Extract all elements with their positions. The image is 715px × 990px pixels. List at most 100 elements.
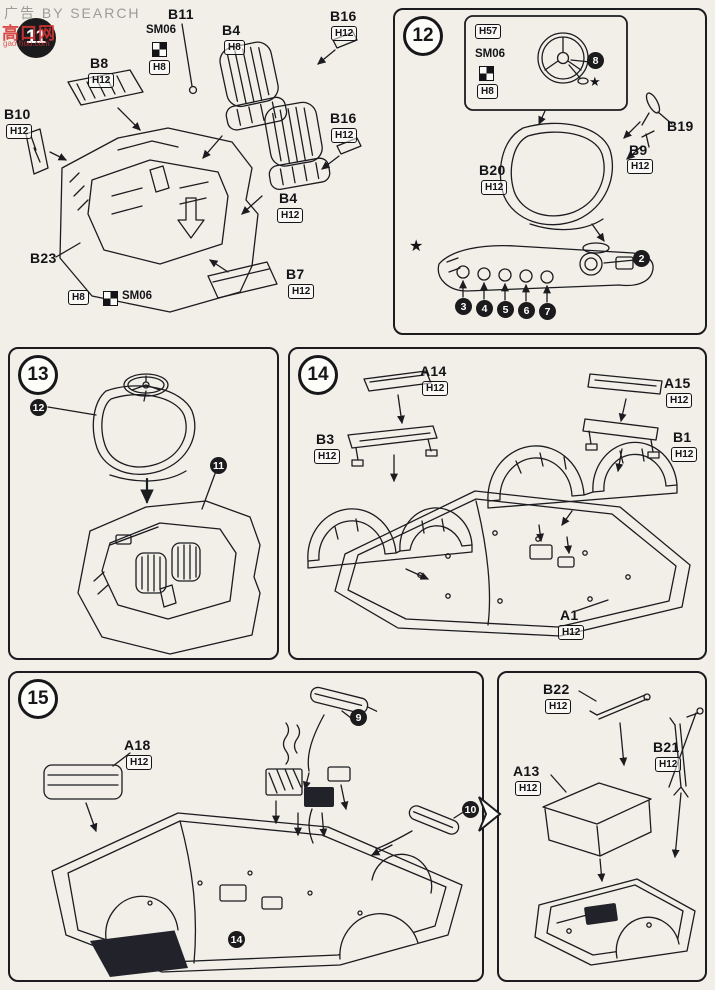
rod-b21-drawing — [668, 707, 704, 859]
paint-code-h12: H12 — [126, 755, 153, 770]
part-callout-4: 4 — [476, 300, 493, 317]
next-step-arrow — [478, 796, 502, 832]
paint-code-h57: H57 — [475, 24, 502, 39]
part-label-a18: A18 — [124, 737, 151, 753]
step13-assembly-drawing — [47, 373, 261, 655]
dash-tray-drawing — [437, 242, 654, 303]
paint-code-h8: H8 — [68, 290, 89, 305]
part-label-b3: B3 — [316, 431, 335, 447]
paint-code-h12: H12 — [314, 449, 341, 464]
watermark-site-name: 高口网 — [2, 24, 56, 43]
part-callout-6: 6 — [518, 302, 535, 319]
step11-exploded-drawing — [25, 23, 362, 313]
bracket-b9-drawing — [626, 130, 655, 160]
windshield-assembly-drawing — [92, 373, 196, 482]
paint-code-h12: H12 — [481, 180, 508, 195]
step-12-panel: 12 H57 SM06 H8 8 ★ B20 H12 B19 B9 H12 ★ … — [393, 8, 707, 335]
trim-b10-drawing — [25, 128, 68, 175]
part-label-b10: B10 — [4, 106, 31, 122]
step-number-13: 13 — [18, 355, 58, 395]
part-callout-5: 5 — [497, 301, 514, 318]
assembly-callout-11: 11 — [210, 457, 227, 474]
paint-code-h12: H12 — [545, 699, 572, 714]
decal-star-icon: ★ — [589, 74, 601, 89]
front-fender-unit-drawing — [307, 507, 473, 580]
decal-star-icon: ★ — [409, 238, 424, 255]
bar-a15-drawing — [587, 373, 663, 423]
rod-b22-drawing — [578, 690, 651, 767]
marking-code-sm06: SM06 — [122, 290, 153, 302]
part-callout-7: 7 — [539, 303, 556, 320]
part-label-b8: B8 — [90, 55, 109, 71]
step-number-11: 11 — [16, 18, 56, 58]
paint-code-h12: H12 — [671, 447, 698, 462]
part-label-b21: B21 — [653, 739, 680, 755]
chassis-plate-a1-drawing — [334, 490, 691, 637]
part-label-b19: B19 — [667, 118, 694, 134]
steering-wheel-drawing — [537, 32, 589, 85]
paint-code-h12: H12 — [558, 625, 585, 640]
rear-fender-unit-drawing — [487, 441, 678, 526]
marking-code-sm06: SM06 — [475, 48, 506, 60]
part-label-b11: B11 — [168, 6, 194, 22]
paint-checker-icon — [103, 291, 118, 306]
cockpit-assembly-drawing — [77, 500, 261, 655]
paint-code-h12: H12 — [627, 159, 654, 174]
paint-code-h8: H8 — [477, 84, 498, 99]
part-label-a14: A14 — [420, 363, 447, 379]
muffler-9-drawing — [302, 686, 378, 791]
paint-code-h12: H12 — [6, 124, 33, 139]
step-15-panel: 15 A18 H12 9 10 14 — [8, 671, 484, 982]
bracket-b3-drawing — [347, 425, 438, 483]
paint-code-h12: H12 — [422, 381, 449, 396]
paint-code-h12: H12 — [666, 393, 693, 408]
part-label-b4: B4 — [279, 190, 298, 206]
part-label-b22: B22 — [543, 681, 570, 697]
paint-checker-icon — [152, 42, 167, 57]
seat-drawing-bottom — [264, 101, 331, 191]
part-label-b16: B16 — [330, 8, 357, 24]
marking-code-sm06: SM06 — [146, 24, 177, 36]
subassembly-box — [464, 15, 628, 111]
assembly-callout-9: 9 — [350, 709, 367, 726]
assembly-callout-12: 12 — [30, 399, 47, 416]
part-label-b7: B7 — [286, 266, 305, 282]
watermark-ad-text: 广告 BY SEARCH — [4, 5, 141, 21]
part-label-b16: B16 — [330, 110, 357, 126]
paint-code-h12: H12 — [331, 128, 358, 143]
part-label-b9: B9 — [629, 142, 648, 158]
paint-code-h12: H12 — [331, 26, 358, 41]
step-number-12: 12 — [403, 16, 443, 56]
step-13-panel: 13 12 11 — [8, 347, 279, 660]
paint-code-h12: H12 — [277, 208, 304, 223]
step-number-15: 15 — [18, 679, 58, 719]
mirror-b19-drawing — [623, 92, 673, 139]
step-15-sub-panel: B22 H12 B21 H12 A13 H12 — [497, 671, 707, 982]
shifter-b11-drawing — [181, 23, 198, 95]
paint-code-h8: H8 — [149, 60, 170, 75]
part-callout-8: 8 — [587, 52, 604, 69]
part-label-a13: A13 — [513, 763, 540, 779]
step-number-14: 14 — [298, 355, 338, 395]
step15-chassis-drawing — [43, 686, 466, 977]
assembly-callout-14: 14 — [228, 931, 245, 948]
step12-exploded-drawing — [437, 15, 673, 303]
exhaust-10-drawing — [370, 805, 466, 856]
windshield-b20-drawing — [499, 122, 614, 231]
engine-parts-drawing — [265, 766, 351, 844]
part-label-b1: B1 — [673, 429, 692, 445]
rollbar-subassembly-drawing — [534, 690, 704, 966]
shelf-b7-drawing — [207, 259, 278, 299]
aircleaner-a18-drawing — [43, 752, 131, 833]
paint-code-h8: H8 — [224, 40, 245, 55]
paint-code-h12: H12 — [288, 284, 315, 299]
step14-chassis-drawing — [307, 370, 691, 637]
rear-chassis-drawing — [534, 878, 696, 966]
step-11-section: 11 B11 SM06 H8 B4 H8 B16 H12 B8 H12 B10 … — [0, 0, 392, 345]
chassis-assembly-drawing — [51, 812, 463, 977]
assembly-callout-10: 10 — [462, 801, 479, 818]
part-label-b4: B4 — [222, 22, 241, 38]
paint-code-h12: H12 — [88, 73, 115, 88]
step-14-panel: 14 A14 H12 A15 H12 B3 H12 B1 H12 A1 H12 — [288, 347, 707, 660]
